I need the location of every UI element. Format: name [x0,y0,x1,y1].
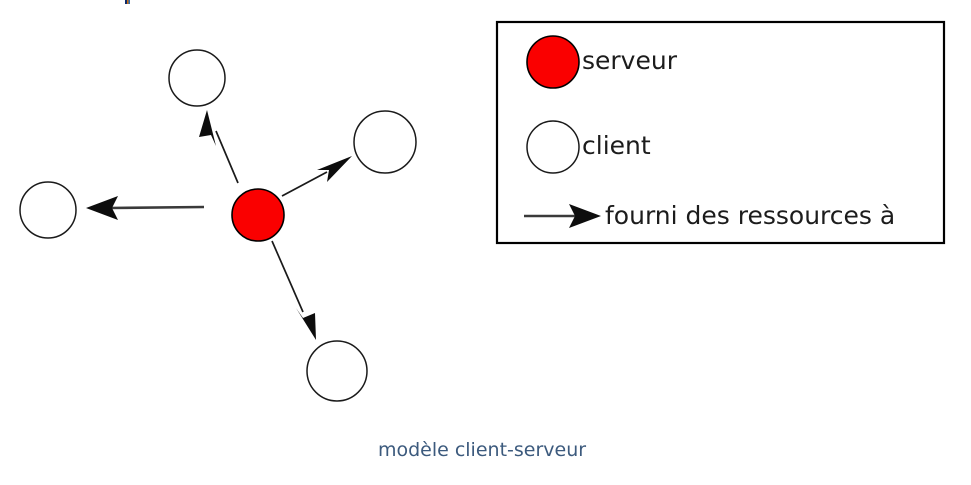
edge-server-to-client-top [199,110,239,184]
edge-server-to-client-left [86,196,205,220]
legend-item-label: serveur [582,46,678,75]
legend-box: serveur client fourni des ressources à [495,20,946,245]
legend-arrow-icon [524,204,601,228]
node-client-left[interactable] [19,181,77,239]
clipped-artifact [125,0,130,4]
legend-server-swatch-icon [526,35,580,89]
legend-item-label: client [582,131,651,160]
edge-server-to-client-bottom [271,240,316,340]
legend-border [495,20,946,245]
node-server[interactable] [231,188,285,242]
node-client-bottom[interactable] [306,340,368,402]
legend-item-client[interactable]: client [526,120,651,174]
legend-item-relation[interactable]: fourni des ressources à [524,201,895,230]
legend-item-serveur[interactable]: serveur [526,35,678,89]
figure-caption: modèle client-serveur [378,439,586,461]
legend-client-swatch-icon [526,120,580,174]
node-client-right[interactable] [353,110,417,174]
node-client-top[interactable] [168,49,226,107]
legend-item-label: fourni des ressources à [605,201,895,230]
edge-server-to-client-right [281,156,352,197]
